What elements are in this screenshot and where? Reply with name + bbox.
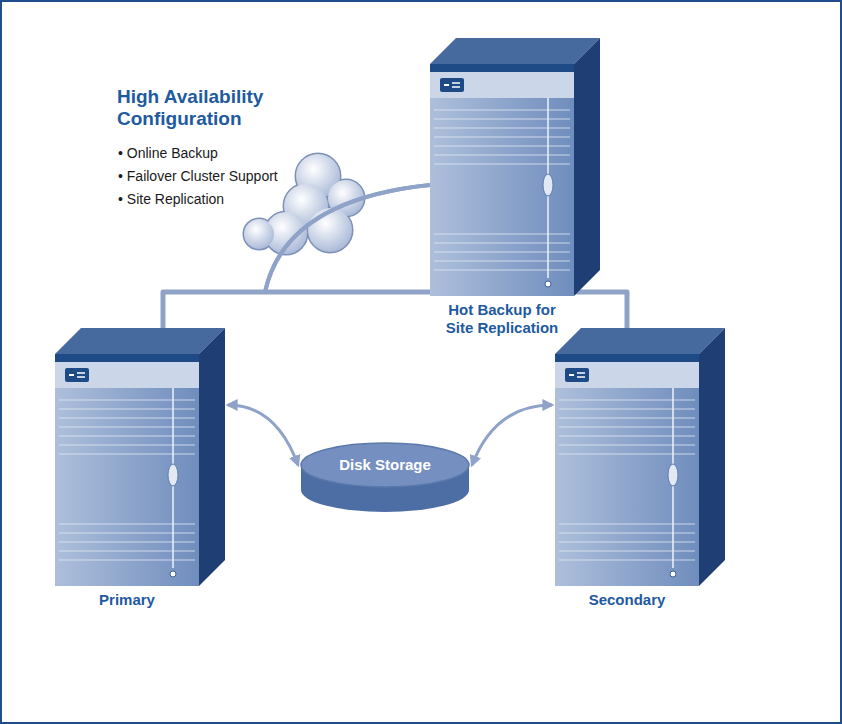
feature-bullet: • Failover Cluster Support: [118, 166, 278, 186]
vent-line: [59, 524, 195, 525]
server-tower: [55, 328, 225, 586]
diagram-title: High Availability Configuration: [117, 86, 295, 130]
display-mark: [77, 372, 85, 374]
server-tower: [430, 38, 600, 296]
display-mark: [69, 374, 74, 376]
vent-line: [559, 551, 695, 552]
vent-line: [59, 409, 195, 410]
vent-line: [59, 436, 195, 437]
disk-label: Disk Storage: [300, 456, 470, 474]
vent-line: [59, 560, 195, 561]
vent-line: [434, 234, 570, 235]
vent-line: [434, 110, 570, 111]
display-mark: [77, 376, 85, 378]
display-mark: [577, 376, 585, 378]
server-panel: [555, 362, 699, 388]
vent-line: [559, 445, 695, 446]
vent-line: [559, 524, 695, 525]
power-led: [545, 281, 551, 287]
vent-line: [559, 400, 695, 401]
server-panel: [430, 72, 574, 98]
server-label: Primary: [60, 591, 194, 609]
vent-line: [559, 454, 695, 455]
vent-line: [559, 427, 695, 428]
server-front: [430, 64, 574, 296]
vent-line: [59, 418, 195, 419]
server-handle: [543, 174, 553, 196]
server-display: [65, 368, 89, 382]
vent-line: [59, 533, 195, 534]
vent-line: [59, 454, 195, 455]
vent-line: [559, 436, 695, 437]
display-mark: [452, 82, 460, 84]
server-label: Hot Backup for Site Replication: [435, 301, 569, 337]
feature-bullet: • Online Backup: [118, 143, 218, 163]
cloud-lobe: [244, 219, 274, 249]
vent-line: [59, 551, 195, 552]
display-mark: [444, 84, 449, 86]
server-node: Secondary: [555, 328, 725, 612]
vent-line: [434, 261, 570, 262]
vent-line: [434, 270, 570, 271]
vent-line: [559, 542, 695, 543]
vent-line: [59, 400, 195, 401]
server-display: [565, 368, 589, 382]
server-tower: [555, 328, 725, 586]
server-front: [555, 354, 699, 586]
power-led: [670, 571, 676, 577]
storage-cylinder: [300, 440, 470, 515]
vent-line: [59, 427, 195, 428]
vent-line: [434, 137, 570, 138]
server-front: [55, 354, 199, 586]
server-band: [555, 354, 699, 362]
vent-line: [559, 533, 695, 534]
cloud-lobe: [308, 208, 352, 252]
vent-line: [59, 542, 195, 543]
server-band: [55, 354, 199, 362]
vent-line: [59, 445, 195, 446]
vent-line: [434, 252, 570, 253]
storage-link: [228, 405, 298, 465]
cylinder-top: [301, 443, 469, 487]
vent-line: [434, 155, 570, 156]
server-top: [55, 328, 225, 354]
vent-line: [434, 146, 570, 147]
display-mark: [452, 86, 460, 88]
server-top: [430, 38, 600, 64]
server-handle: [168, 464, 178, 486]
server-band: [430, 64, 574, 72]
cloud-lobe: [308, 208, 352, 252]
vent-line: [434, 164, 570, 165]
vent-line: [559, 418, 695, 419]
server-node: Primary: [55, 328, 225, 612]
storage-node: Disk Storage: [300, 440, 470, 515]
display-mark: [569, 374, 574, 376]
vent-line: [434, 243, 570, 244]
vent-line: [434, 128, 570, 129]
server-side: [574, 38, 600, 296]
vent-line: [559, 560, 695, 561]
server-side: [699, 328, 725, 586]
server-label: Secondary: [560, 591, 694, 609]
vent-line: [434, 119, 570, 120]
server-display: [440, 78, 464, 92]
server-top: [555, 328, 725, 354]
server-handle: [668, 464, 678, 486]
feature-bullet: • Site Replication: [118, 189, 224, 209]
storage-link: [472, 405, 552, 465]
vent-line: [559, 409, 695, 410]
power-led: [170, 571, 176, 577]
server-panel: [55, 362, 199, 388]
cloud-lobe: [244, 219, 274, 249]
server-side: [199, 328, 225, 586]
display-mark: [577, 372, 585, 374]
server-node: Hot Backup for Site Replication: [430, 38, 600, 340]
